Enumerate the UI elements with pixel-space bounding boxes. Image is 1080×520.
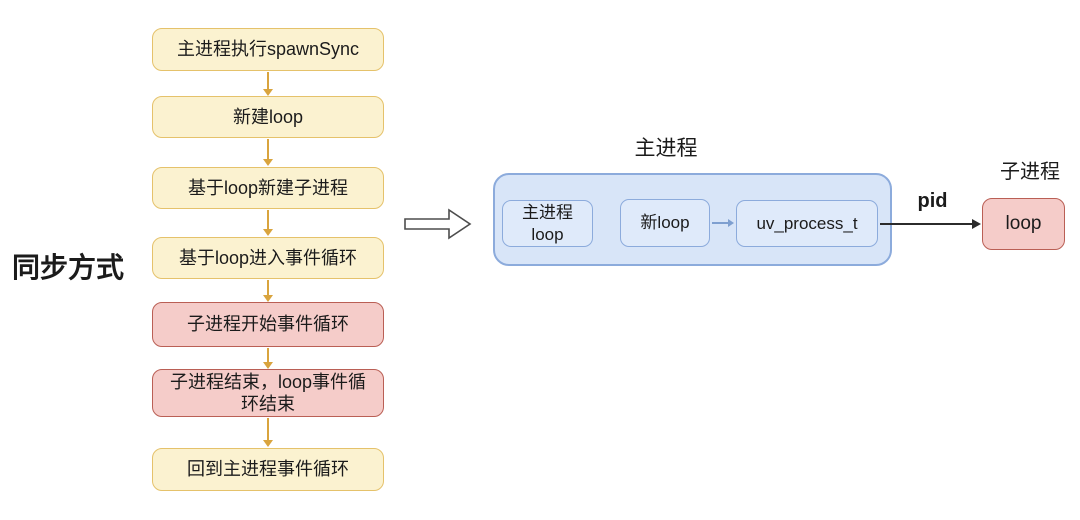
flow-step-enter-event-loop: 基于loop进入事件循环	[152, 237, 384, 279]
main-loop-box-line: loop	[531, 224, 564, 244]
flow-down-arrow-icon	[263, 72, 273, 96]
pid-arrow-icon	[880, 223, 972, 225]
main-process-title: 主进程	[634, 137, 698, 160]
transition-right-arrow-icon	[404, 208, 472, 240]
main-loop-box: 主进程 loop	[502, 200, 593, 247]
flow-down-arrow-icon	[263, 348, 273, 369]
sync-mode-label: 同步方式	[11, 252, 124, 283]
child-process-title: 子进程	[1000, 161, 1060, 183]
child-loop-box: loop	[982, 198, 1065, 250]
main-loop-box-line: 主进程	[522, 203, 573, 223]
flow-down-arrow-icon	[263, 139, 273, 166]
flow-step-new-loop: 新建loop	[152, 96, 384, 138]
flow-down-arrow-icon	[263, 210, 273, 236]
flow-down-arrow-icon	[263, 418, 273, 447]
flow-step-child-start-loop: 子进程开始事件循环	[152, 302, 384, 347]
flow-step-child-end-loop: 子进程结束，loop事件循环结束	[152, 369, 384, 417]
new-loop-to-uvprocess-arrow-icon	[712, 222, 728, 224]
flow-step-back-to-main: 回到主进程事件循环	[152, 448, 384, 491]
new-loop-box: 新loop	[620, 199, 710, 247]
flow-step-create-child: 基于loop新建子进程	[152, 167, 384, 209]
pid-label: pid	[917, 190, 948, 212]
flow-step-spawnsync: 主进程执行spawnSync	[152, 28, 384, 71]
uv-process-t-box: uv_process_t	[736, 200, 878, 247]
flow-down-arrow-icon	[263, 280, 273, 302]
